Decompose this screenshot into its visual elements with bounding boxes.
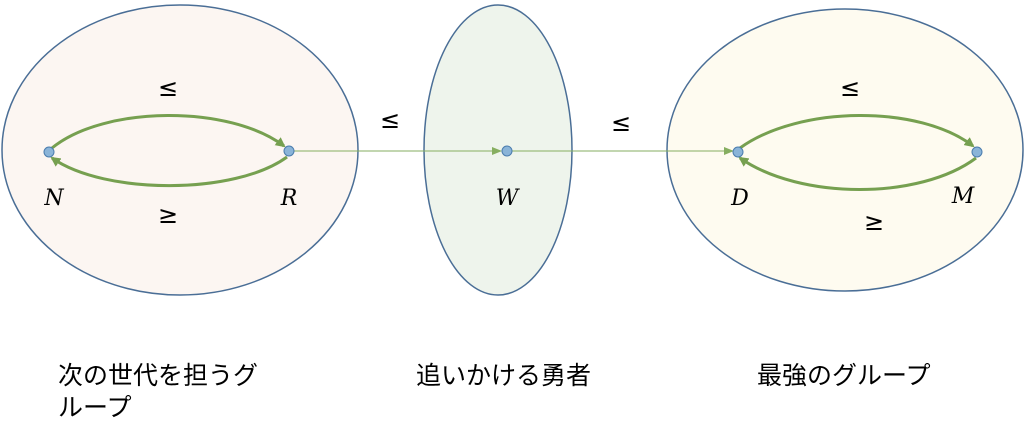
- left-group-caption: 次の世代を担うグ ループ: [58, 360, 298, 424]
- relation-left-bottom: ≥: [158, 201, 178, 229]
- node-w-dot: [501, 145, 513, 157]
- node-r-label: R: [280, 186, 298, 211]
- node-d-label: D: [730, 186, 749, 211]
- left-group-caption-line2: ループ: [58, 393, 132, 422]
- relation-left-top: ≤: [158, 74, 178, 102]
- center-group-ellipse: [423, 4, 573, 296]
- loop-arrow-r-to-n: [50, 155, 288, 188]
- node-d-dot: [732, 146, 744, 158]
- node-r-dot: [283, 145, 295, 157]
- loop-arrow-n-to-r: [51, 114, 286, 150]
- node-n-label: N: [43, 186, 64, 211]
- node-n-dot: [43, 146, 55, 158]
- right-group-caption: 最強のグループ: [757, 361, 931, 390]
- right-group-ellipse: [666, 8, 1024, 292]
- left-group-ellipse: [1, 4, 359, 296]
- center-group-caption: 追いかける勇者: [416, 361, 592, 390]
- relation-left-to-center: ≤: [380, 106, 400, 134]
- loop-arrow-m-to-d: [738, 156, 977, 191]
- left-group-caption-line1: 次の世代を担うグ: [58, 361, 259, 390]
- loop-arrow-d-to-m: [739, 114, 975, 150]
- relation-right-top: ≤: [840, 74, 860, 102]
- relation-center-to-right: ≤: [611, 109, 631, 137]
- relation-right-bottom: ≥: [864, 208, 884, 236]
- node-m-dot: [971, 146, 983, 158]
- node-w-label: W: [496, 186, 521, 211]
- node-m-label: M: [951, 184, 975, 209]
